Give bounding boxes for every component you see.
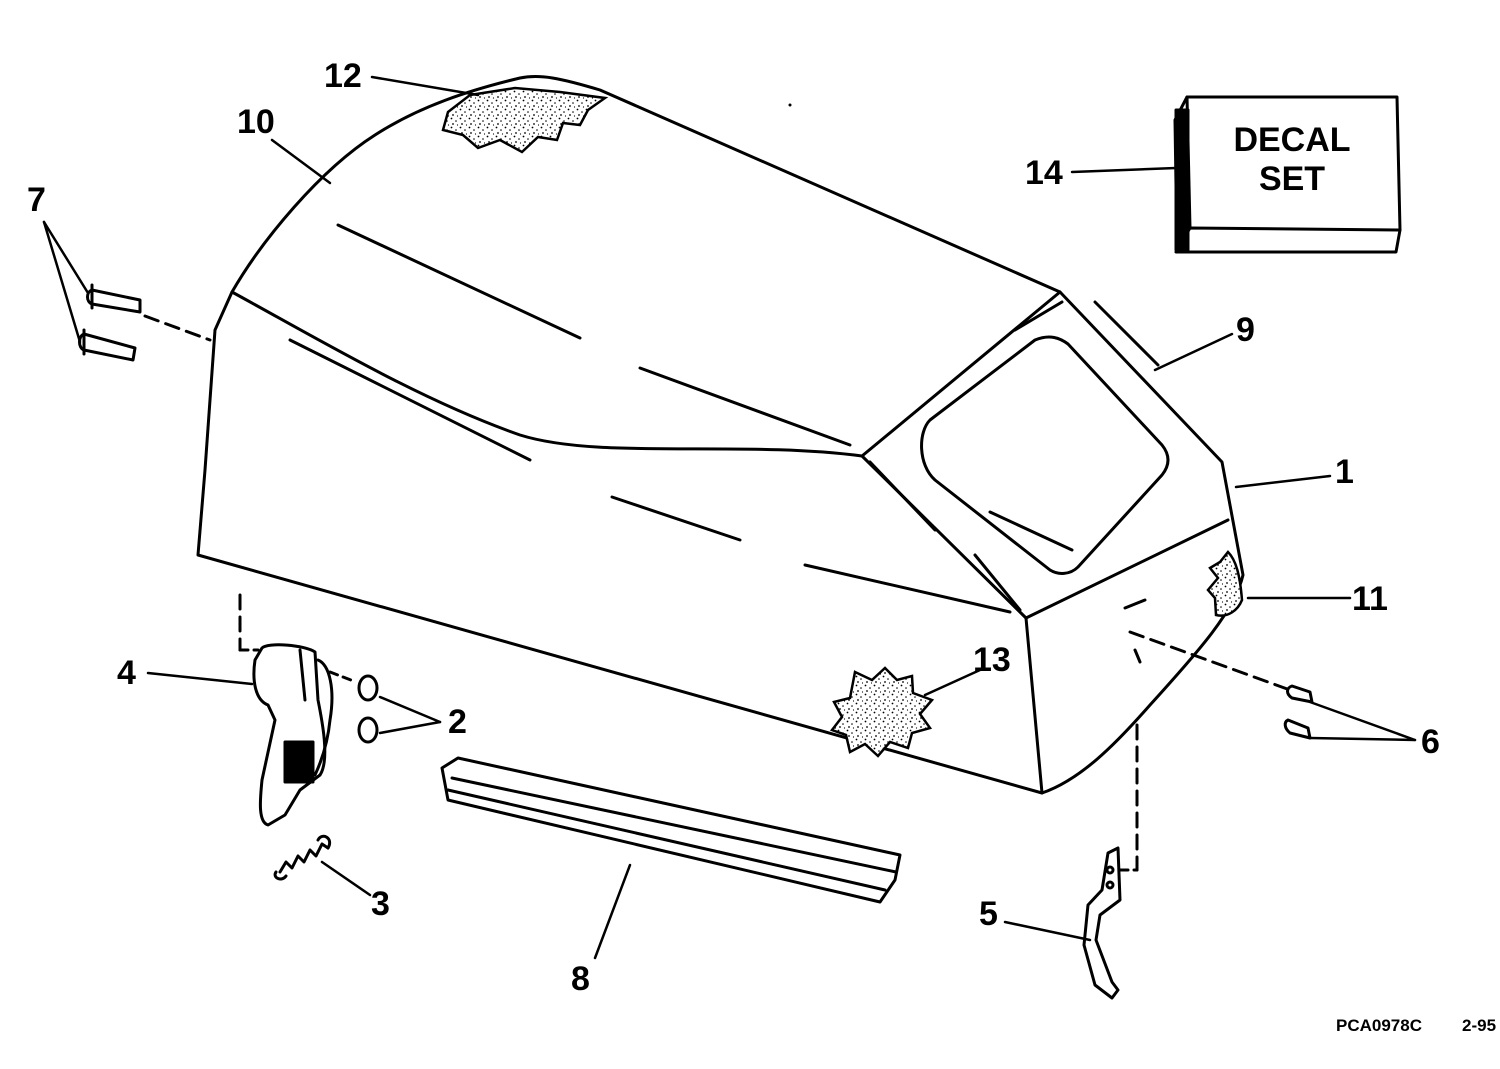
callout-6: 6 bbox=[1421, 723, 1440, 761]
callout-12: 12 bbox=[324, 57, 362, 95]
bracket-5 bbox=[1082, 846, 1122, 1000]
screw-7b bbox=[78, 332, 137, 362]
callout-13: 13 bbox=[973, 641, 1011, 679]
drawing-id: PCA0978C bbox=[1336, 1016, 1422, 1035]
decal-13-patch bbox=[829, 666, 935, 758]
callout-8: 8 bbox=[571, 960, 590, 998]
screw-6b bbox=[1283, 718, 1312, 740]
washer-2a bbox=[357, 674, 379, 702]
date-code: 2-95 bbox=[1462, 1016, 1497, 1035]
cover-side-bottom-edge bbox=[1024, 518, 1230, 620]
callout-14: 14 bbox=[1025, 154, 1063, 192]
callout-5: 5 bbox=[979, 895, 998, 933]
callout-7: 7 bbox=[27, 181, 46, 219]
washer-2b bbox=[357, 716, 379, 744]
callout-2: 2 bbox=[448, 703, 467, 741]
cover-rear-diagonal bbox=[860, 290, 1062, 458]
decal-set-label-line1: DECAL bbox=[1233, 121, 1351, 159]
cover-window bbox=[920, 335, 1170, 575]
cover-top-front-edge bbox=[230, 290, 1028, 620]
callout-11: 11 bbox=[1352, 580, 1388, 618]
decal-set-label-line2: SET bbox=[1258, 160, 1326, 198]
callout-4: 4 bbox=[117, 654, 136, 692]
latch-4 bbox=[252, 643, 327, 827]
callout-9: 9 bbox=[1236, 311, 1255, 349]
callout-10: 10 bbox=[237, 103, 275, 141]
spring-3 bbox=[278, 842, 330, 874]
callout-3: 3 bbox=[371, 885, 390, 923]
callout-1: 1 bbox=[1335, 453, 1354, 491]
decal-11-patch bbox=[1206, 550, 1244, 617]
seal-strip-8 bbox=[440, 756, 902, 904]
cover-front-right-edge bbox=[1024, 616, 1044, 795]
screw-6a bbox=[1286, 684, 1314, 704]
motor-cover-outline bbox=[196, 75, 1245, 795]
screw-7a bbox=[86, 288, 142, 314]
decal-12-patch bbox=[441, 86, 609, 154]
